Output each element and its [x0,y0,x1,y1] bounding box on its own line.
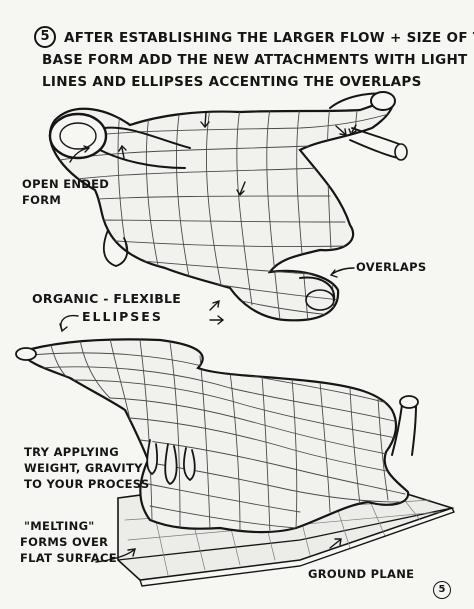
label-melting-line3: flat surface [20,551,117,565]
bottom-melting-form [15,338,455,587]
label-ground-plane: Ground plane [308,567,415,581]
label-melting-line1: "Melting" [24,519,95,533]
instruction-line-1: After establishing the larger flow + siz… [64,30,474,46]
page-number-badge: 5 [433,581,451,599]
label-ellipses: Ellipses [82,309,163,324]
label-try-applying-line2: weight, gravity [24,461,143,475]
top-annotation-arrows [69,111,357,325]
label-organic-flexible: Organic - Flexible [32,291,182,306]
top-organic-form [48,91,408,322]
label-try-applying-line3: to your process [24,477,150,491]
instruction-line-3: lines and ellipses accenting the overlap… [42,74,422,90]
label-overlaps: Overlaps [356,260,427,274]
instruction-line-2: base form add the new attachments with l… [42,52,468,68]
label-open-ended-line2: form [22,193,62,207]
step-number-badge: 5 [34,26,56,48]
label-open-ended-line1: Open ended [22,177,110,191]
label-try-applying-line1: Try applying [24,445,119,459]
bottom-annotation-arrows [59,314,342,563]
label-melting-line2: forms over [20,535,109,549]
